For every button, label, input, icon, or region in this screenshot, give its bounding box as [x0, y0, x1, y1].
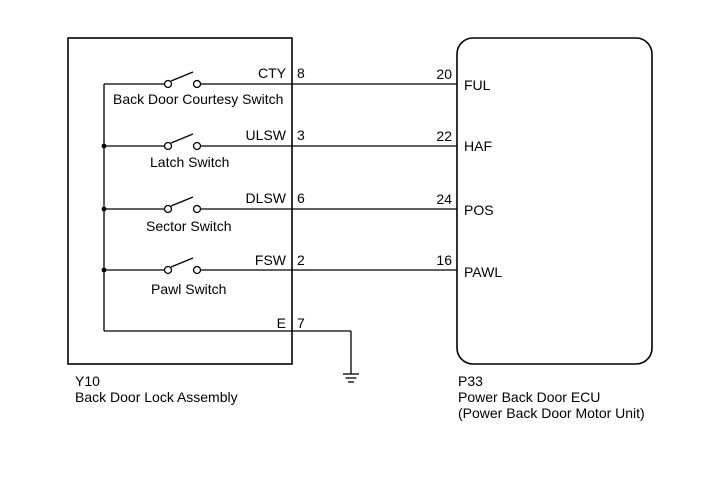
p33-subname: (Power Back Door Motor Unit): [458, 405, 645, 421]
y10-pin-8: 8: [297, 65, 305, 81]
p33-component-box: [456, 37, 653, 365]
ground-icon: [343, 373, 359, 383]
signal-label-fsw: FSW: [255, 252, 287, 268]
signal-label-cty: CTY: [258, 65, 287, 81]
y10-pin-7: 7: [297, 315, 305, 331]
switch-label-sector: Sector Switch: [146, 218, 232, 234]
ground-circuit: E 7: [277, 315, 359, 383]
signal-label-dlsw: DLSW: [246, 190, 287, 206]
switch-label-pawl: Pawl Switch: [151, 281, 226, 297]
signal-label-e: E: [277, 315, 286, 331]
y10-code: Y10: [75, 373, 100, 389]
switch-row-latch: Latch Switch ULSW 3 22 HAF: [104, 127, 492, 170]
y10-pin-6: 6: [297, 190, 305, 206]
switch-row-sector: Sector Switch DLSW 6 24 POS: [104, 190, 494, 234]
switch-row-courtesy: Back Door Courtesy Switch CTY 8 20 FUL: [104, 65, 491, 107]
ecu-signal-haf: HAF: [464, 138, 492, 154]
p33-pin-24: 24: [436, 191, 452, 207]
courtesy-switch-symbol: [104, 71, 292, 89]
ecu-signal-pos: POS: [464, 202, 494, 218]
sector-switch-symbol: [104, 196, 292, 214]
p33-pin-22: 22: [436, 128, 452, 144]
ecu-signal-ful: FUL: [464, 77, 491, 93]
p33-pin-16: 16: [436, 252, 452, 268]
p33-pin-20: 20: [436, 66, 452, 82]
p33-code: P33: [458, 373, 483, 389]
signal-label-ulsw: ULSW: [246, 127, 287, 143]
p33-name: Power Back Door ECU: [458, 389, 601, 405]
switch-label-courtesy: Back Door Courtesy Switch: [113, 91, 283, 107]
y10-caption: Y10 Back Door Lock Assembly: [75, 373, 238, 405]
ecu-signal-pawl: PAWL: [464, 264, 502, 280]
switch-row-pawl: Pawl Switch FSW 2 16 PAWL: [104, 252, 502, 297]
y10-name: Back Door Lock Assembly: [75, 389, 238, 405]
y10-pin-3: 3: [297, 127, 305, 143]
p33-caption: P33 Power Back Door ECU (Power Back Door…: [458, 373, 645, 421]
y10-pin-2: 2: [297, 252, 305, 268]
y10-component-box: [67, 37, 293, 365]
latch-switch-symbol: [104, 133, 292, 151]
pawl-switch-symbol: [104, 257, 292, 275]
switch-label-latch: Latch Switch: [150, 154, 229, 170]
